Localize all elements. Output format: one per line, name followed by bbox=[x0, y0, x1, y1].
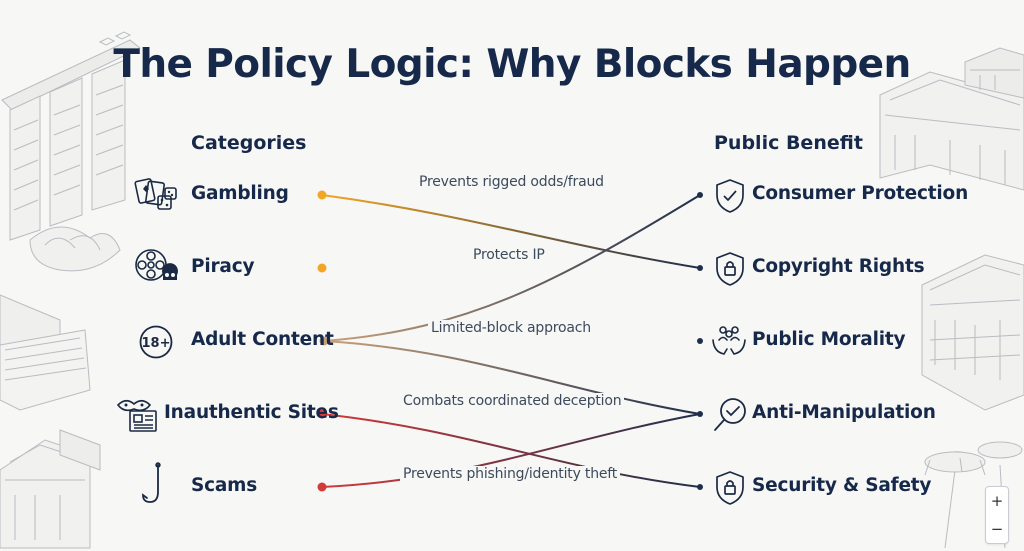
fishing-hook-icon bbox=[142, 462, 161, 503]
zoom-out-button[interactable]: − bbox=[990, 520, 1004, 538]
category-piracy: Piracy bbox=[191, 256, 255, 277]
arrow-head bbox=[697, 192, 703, 198]
categories-header: Categories bbox=[191, 132, 307, 154]
left-shophouse-illustration bbox=[0, 429, 101, 549]
edge-inauthentic-security bbox=[321, 413, 701, 488]
adult-content-dot bbox=[319, 336, 329, 346]
eighteen-plus-icon: 18+ bbox=[139, 325, 173, 359]
right-top-shophouse-illustration bbox=[879, 47, 1024, 191]
benefit-copyright-rights: Copyright Rights bbox=[752, 256, 925, 277]
gambling-dot bbox=[317, 190, 327, 200]
zoom-in-button[interactable]: + bbox=[990, 492, 1004, 510]
benefit-anti-manipulation: Anti-Manipulation bbox=[752, 402, 936, 423]
edge-label-phishing: Prevents phishing/identity theft bbox=[400, 466, 621, 482]
benefit-public-morality: Public Morality bbox=[752, 329, 906, 350]
arrow-head bbox=[697, 484, 703, 490]
arrow-head bbox=[697, 265, 703, 271]
shield-check-icon bbox=[716, 179, 744, 213]
mask-newspaper-icon bbox=[116, 399, 157, 432]
category-gambling: Gambling bbox=[191, 183, 289, 204]
piracy-dot bbox=[317, 263, 327, 273]
edge-scams-manipulation bbox=[321, 413, 701, 488]
shield-lock-icon bbox=[716, 252, 744, 286]
category-scams: Scams bbox=[191, 475, 258, 496]
left-building-illustration bbox=[0, 294, 91, 411]
scams-dot bbox=[317, 482, 327, 492]
film-reel-skull-icon bbox=[135, 249, 178, 281]
edge-adult-consumer bbox=[323, 194, 701, 342]
category-adult-content: Adult Content bbox=[191, 329, 334, 350]
magnifier-check-icon bbox=[714, 398, 746, 431]
arrow-head bbox=[697, 338, 703, 344]
zoom-control: + − bbox=[985, 486, 1009, 544]
lotus-illustration bbox=[29, 226, 121, 272]
right-mid-shophouse-illustration bbox=[921, 254, 1024, 411]
people-hands-icon bbox=[712, 326, 746, 355]
inauthentic-sites-dot bbox=[317, 409, 327, 419]
edge-adult-manipulation bbox=[323, 340, 701, 415]
edge-label-rigged-odds: Prevents rigged odds/fraud bbox=[416, 174, 607, 190]
page-title: The Policy Logic: Why Blocks Happen bbox=[113, 42, 911, 87]
supertree-illustration bbox=[924, 441, 1023, 549]
arrow-head bbox=[697, 411, 703, 417]
svg-text:18+: 18+ bbox=[142, 336, 171, 351]
shield-padlock-icon bbox=[716, 471, 744, 505]
edge-label-protects-ip: Protects IP bbox=[470, 247, 548, 263]
edge-label-limited-block: Limited-block approach bbox=[428, 320, 594, 336]
benefit-security-safety: Security & Safety bbox=[752, 475, 932, 496]
public-benefit-header: Public Benefit bbox=[714, 132, 863, 154]
benefit-consumer-protection: Consumer Protection bbox=[752, 183, 969, 204]
category-inauthentic-sites: Inauthentic Sites bbox=[164, 402, 339, 423]
edge-label-coordinated-deception: Combats coordinated deception bbox=[400, 393, 625, 409]
marina-bay-sands-illustration bbox=[1, 31, 141, 241]
cards-dice-icon bbox=[134, 178, 177, 210]
edge-gambling-copyright bbox=[321, 194, 701, 269]
